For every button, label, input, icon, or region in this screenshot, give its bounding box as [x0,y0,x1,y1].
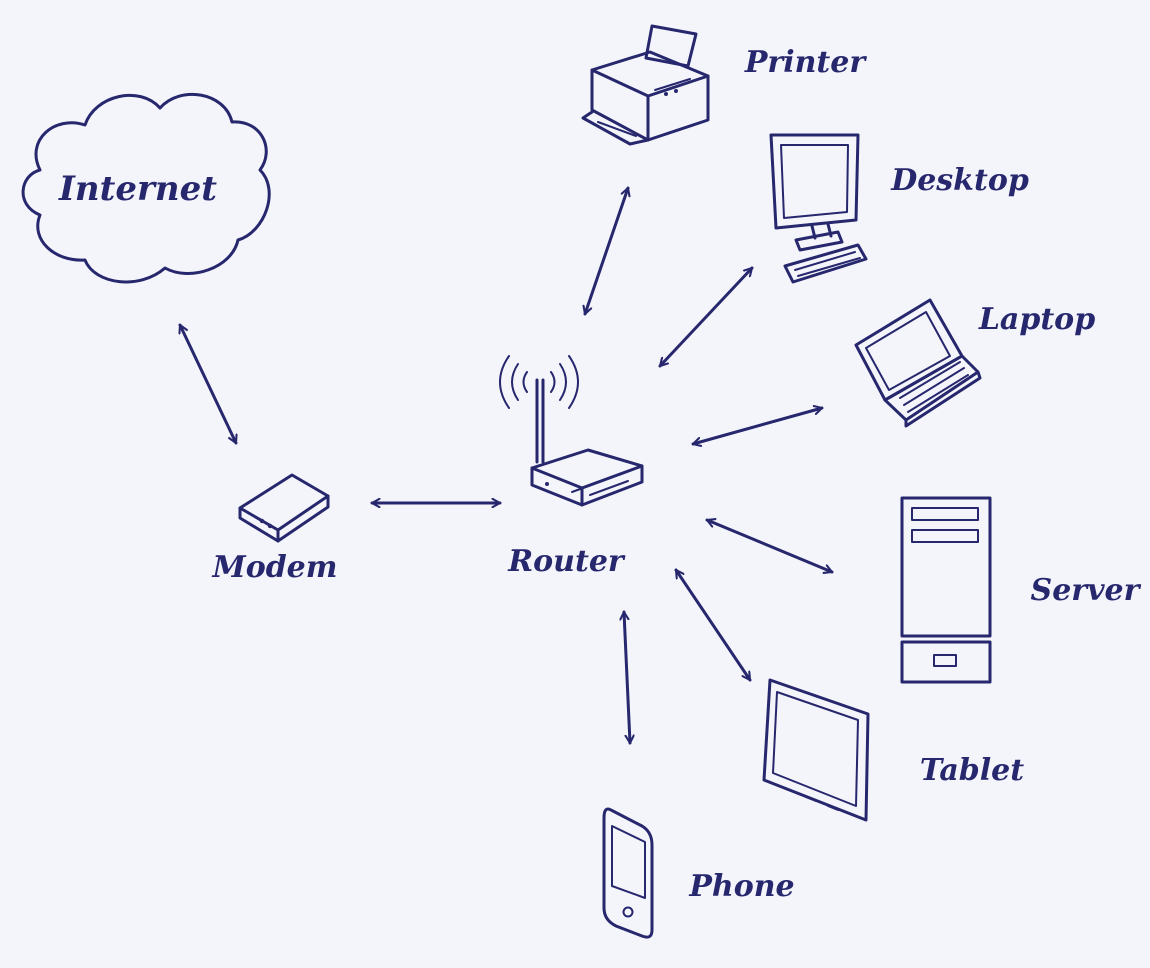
printer-icon [581,24,710,146]
arrow-internet-modem [180,323,236,445]
router-icon [499,355,644,507]
arrow-router-server [705,520,834,572]
phone-label: Phone [688,869,794,904]
internet-cloud-icon [21,92,271,284]
arrow-router-laptop [691,408,824,444]
arrow-router-printer [585,186,628,316]
arrow-router-desktop [658,266,754,368]
laptop-icon [854,298,982,428]
printer-label: Printer [744,45,868,80]
arrow-router-phone [624,610,630,745]
connections [180,186,834,745]
modem-icon [238,473,330,543]
router-label: Router [507,544,626,579]
desktop-icon [769,133,868,284]
tablet-icon [762,678,870,822]
server-icon [900,496,992,684]
desktop-label: Desktop [890,163,1029,198]
tablet-label: Tablet [920,753,1024,788]
laptop-label: Laptop [978,302,1095,337]
modem-label: Modem [211,550,337,585]
server-label: Server [1031,573,1142,608]
internet-label: Internet [58,169,217,209]
arrow-router-tablet [674,568,752,682]
phone-icon [602,807,654,939]
